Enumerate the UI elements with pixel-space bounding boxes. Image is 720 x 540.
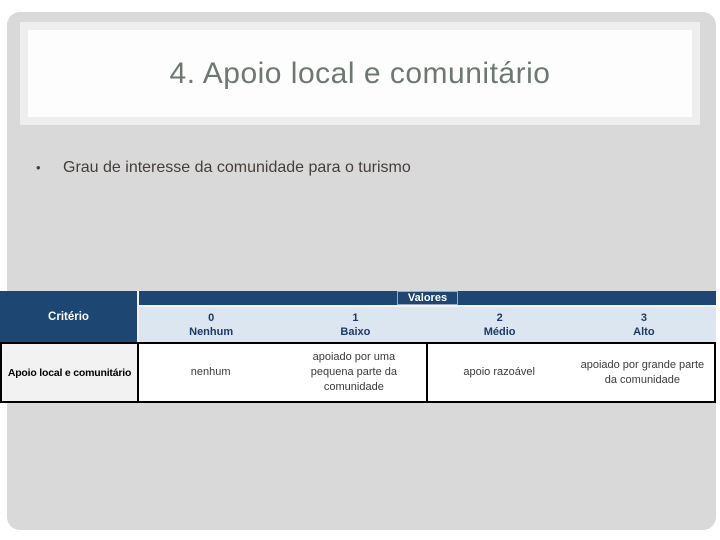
slide-title: 4. Apoio local e comunitário: [169, 56, 551, 90]
scale-number: 3: [640, 311, 647, 324]
table-row: Apoio local e comunitário nenhum apoiado…: [0, 342, 716, 403]
scale-number: 0: [208, 311, 215, 324]
scale-label: Baixo: [340, 325, 371, 338]
value-cell-2: apoio razoável: [463, 366, 535, 378]
value-cell-0: nenhum: [190, 366, 231, 378]
criterio-header-cell: Critério: [0, 291, 139, 342]
value-cell-3: apoiado por grande parte da comunidade: [580, 358, 705, 386]
bullet-text: Grau de interesse da comunidade para o t…: [63, 159, 411, 176]
row-values-group: nenhum apoiado por uma pequena parte da …: [139, 342, 716, 403]
scale-col-1: 1 Baixo: [283, 307, 427, 342]
values-header-section: Valores 0 Nenhum 1 Baixo 2 Médio: [139, 291, 716, 342]
value-cell-1: apoiado por uma pequena parte da comunid…: [282, 344, 428, 401]
title-box: 4. Apoio local e comunitário: [20, 22, 700, 125]
valores-header-label: Valores: [396, 291, 459, 305]
table-header: Critério Valores 0 Nenhum 1 Baixo 2: [0, 291, 716, 342]
bullet-line: • Grau de interesse da comunidade para o…: [36, 158, 676, 178]
valores-band: Valores: [139, 291, 716, 307]
value-scale-row: 0 Nenhum 1 Baixo 2 Médio 3 Alto: [139, 307, 716, 342]
criterio-value-cell: Apoio local e comunitário: [0, 342, 139, 403]
scale-number: 2: [496, 311, 503, 324]
title-box-inner: 4. Apoio local e comunitário: [28, 30, 692, 117]
scale-label: Médio: [483, 325, 516, 338]
scale-col-0: 0 Nenhum: [139, 307, 283, 342]
scale-label: Alto: [633, 325, 655, 338]
criteria-table: Critério Valores 0 Nenhum 1 Baixo 2: [0, 291, 716, 403]
scale-label: Nenhum: [189, 325, 234, 338]
scale-col-3: 3 Alto: [572, 307, 716, 342]
bullet-icon: •: [36, 160, 41, 175]
scale-number: 1: [352, 311, 359, 324]
scale-col-2: 2 Médio: [428, 307, 572, 342]
